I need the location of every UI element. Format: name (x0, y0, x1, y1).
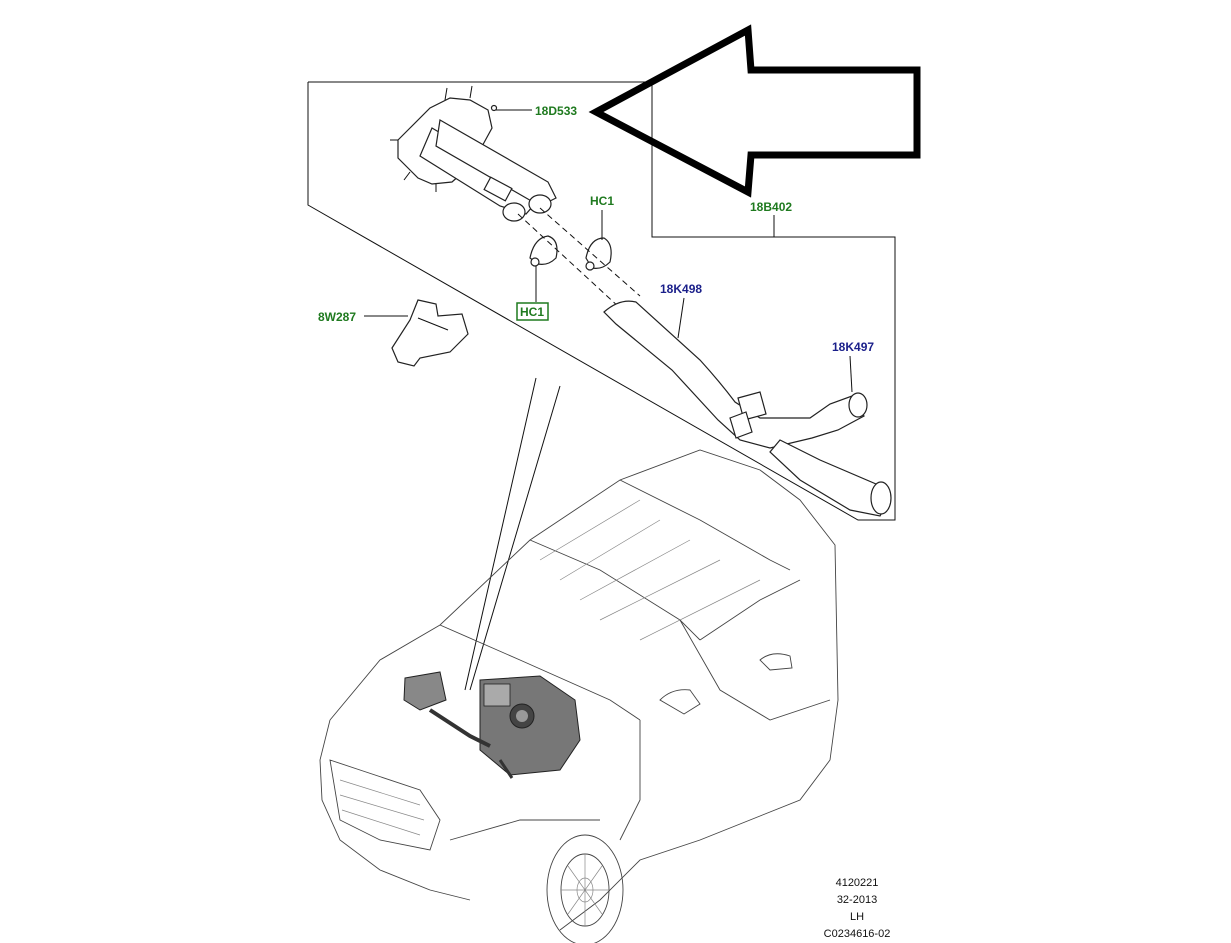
leader-18k497 (849, 355, 853, 393)
assembly-line (517, 213, 621, 309)
hose-clamp-right (585, 237, 612, 271)
label-18d533: 18D533 (535, 104, 577, 118)
label-hc1-top: HC1 (590, 194, 614, 208)
leader-18k498 (677, 297, 685, 339)
footer-line-4: C0234616-02 (824, 928, 891, 940)
hose-clamp-left (529, 235, 558, 267)
callout-box-outline (307, 81, 896, 521)
label-18k498: 18K498 (660, 282, 702, 296)
assembly-line (539, 207, 641, 297)
bracket-part (391, 299, 469, 367)
pointer-arrow (588, 24, 921, 198)
label-18k497: 18K497 (832, 340, 874, 354)
label-18b402: 18B402 (750, 200, 792, 214)
view-pointer-line (464, 377, 537, 691)
footer-line-3: LH (850, 911, 864, 923)
label-hc1-boxed: HC1 (520, 305, 544, 319)
label-hc1-boxed-frame (516, 302, 549, 321)
footer-line-1: 4120221 (836, 877, 879, 889)
valve-assembly-part (390, 85, 557, 222)
label-8w287: 8W287 (318, 310, 356, 324)
heater-hose-part (603, 300, 892, 517)
vehicle-illustration (319, 449, 839, 943)
footer-line-2: 32-2013 (837, 894, 877, 906)
view-pointer-line (469, 385, 561, 691)
hvac-unit-illustration (403, 671, 581, 779)
